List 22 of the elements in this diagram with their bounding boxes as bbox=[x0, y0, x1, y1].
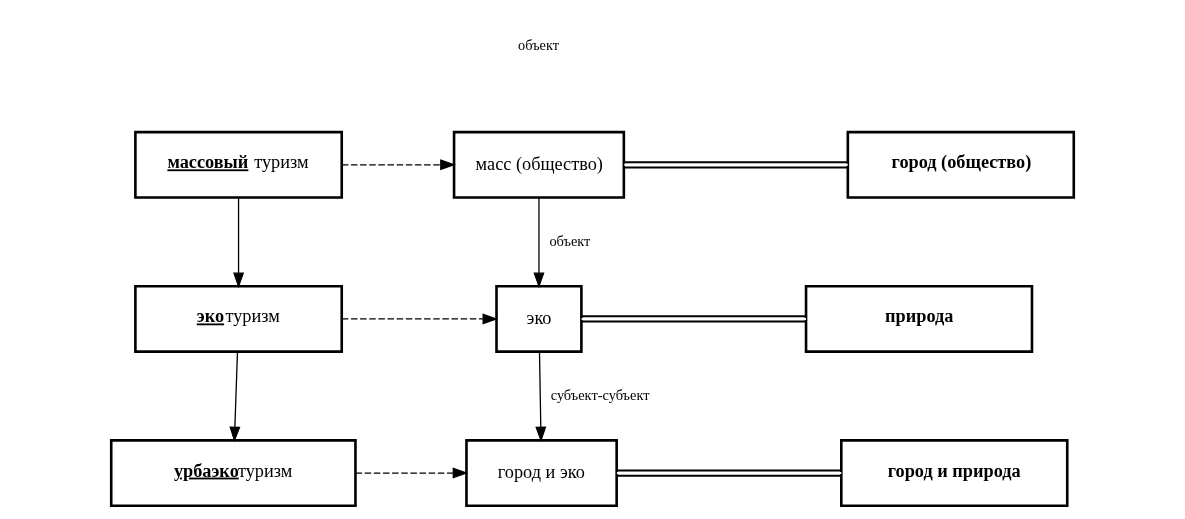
connector bbox=[580, 315, 807, 323]
node-box: масс (общество) bbox=[452, 130, 626, 199]
arrow bbox=[535, 350, 547, 443]
connector bbox=[623, 161, 849, 169]
arrow bbox=[341, 159, 456, 171]
node-box: эко bbox=[495, 284, 583, 353]
arrow bbox=[229, 350, 241, 443]
arrow bbox=[533, 196, 545, 289]
node-box: город и природа bbox=[840, 439, 1069, 507]
arrow bbox=[233, 196, 245, 289]
edge-label: объект bbox=[549, 232, 591, 249]
edge-label: субъект-субъект bbox=[550, 386, 650, 403]
node-box: урбаэкотуризм bbox=[109, 439, 357, 507]
arrow bbox=[354, 467, 469, 479]
node-box: город и эко bbox=[465, 439, 618, 507]
label: объект bbox=[518, 36, 560, 53]
node-box: природа bbox=[804, 284, 1034, 353]
node-box: город (общество) bbox=[846, 130, 1076, 199]
node-box: экотуризм bbox=[134, 284, 344, 353]
connector bbox=[615, 469, 843, 477]
node-box: массовый туризм bbox=[134, 130, 344, 199]
arrow bbox=[341, 313, 499, 325]
